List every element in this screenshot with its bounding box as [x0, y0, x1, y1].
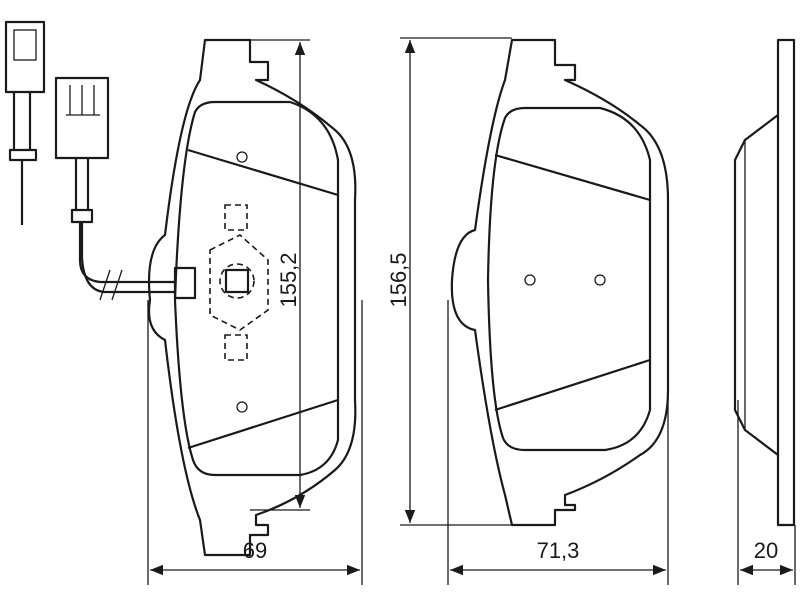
left-brake-pad: [147, 38, 357, 557]
dim-left-pad-width: 69: [243, 538, 267, 563]
dim-middle-pad-height: 156,5: [386, 252, 411, 307]
dim-left-pad-height: 155,2: [276, 252, 301, 307]
middle-brake-pad: [450, 38, 670, 527]
wear-sensor-connector: [4, 20, 175, 301]
dim-middle-pad-width: 71,3: [537, 538, 580, 563]
dimension-lines: [147, 37, 796, 585]
dim-thickness: 20: [754, 538, 778, 563]
sensor-clip: [173, 204, 269, 361]
side-view-pad: [733, 38, 796, 527]
